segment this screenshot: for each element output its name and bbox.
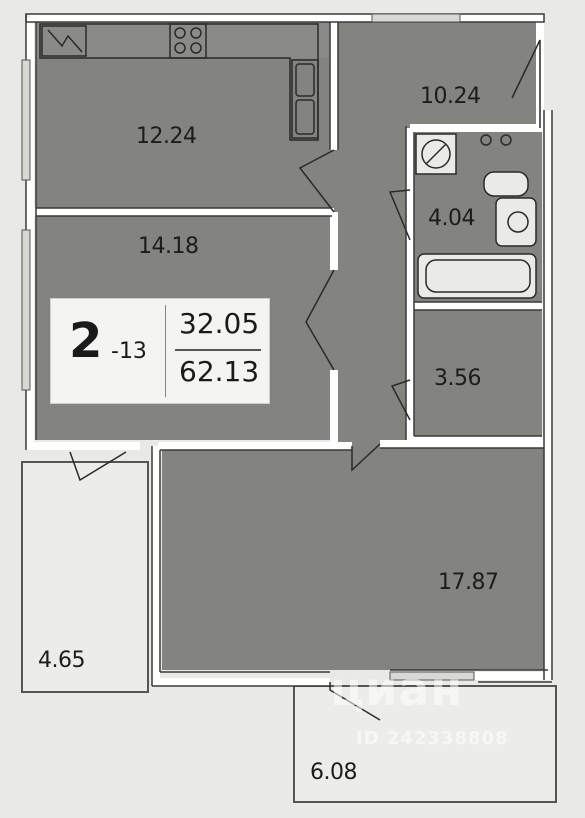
room-fills [36,22,548,670]
wc-area [412,306,542,440]
apartment-badge: 2 -13 32.05 62.13 [50,298,270,404]
rooms-count: 2 [69,313,103,369]
bathtub-icon [417,253,537,299]
kitchen-fittings [39,23,319,141]
door-kitchen [298,149,335,213]
balcony-1-area-label: 4.65 [38,648,85,673]
window-room1 [21,229,31,391]
kitchen-area-label: 12.24 [136,124,197,149]
balcony-2-area-label: 6.08 [310,760,357,785]
window-kitchen [21,59,31,181]
area-divider [175,349,261,351]
bathroom-fittings [415,133,537,299]
badge-divider [165,305,166,397]
corridor-strip [332,130,412,450]
bottom-wall-room2 [152,446,330,686]
balcony-1-area [21,461,149,693]
bathroom-area-label: 4.04 [428,206,475,231]
balconies [21,461,557,803]
shower-icon [480,134,512,146]
window-hall [371,13,461,23]
washing-machine-icon [415,133,457,175]
stove-icon [169,23,207,59]
total-area: 62.13 [179,355,260,388]
vent-icon [41,25,87,57]
door-bath [388,189,411,241]
door-room1 [305,269,335,371]
doors [69,39,541,721]
door-room2 [351,443,381,472]
room-2-area-label: 17.87 [438,570,499,595]
window-room2-bottom [389,671,475,681]
wall-outlines [25,13,553,687]
kitchen-counter-outline [39,23,319,141]
watermark-logo: циан [330,662,464,716]
apartment-number: -13 [111,339,147,364]
windows [21,13,475,681]
right-wall [478,110,552,680]
balcony-2-area [293,685,557,803]
toilet-icon [483,171,529,197]
door-wc [390,379,411,421]
hall-area-label: 10.24 [420,84,481,109]
door-balcony-1 [69,451,127,482]
door-balcony-2 [329,682,381,721]
hall-area [332,22,542,130]
kitchen-sink-icon [291,59,319,139]
room-1-area-label: 14.18 [138,234,199,259]
wc-area-label: 3.56 [434,366,481,391]
kitchen-counter [36,22,332,58]
watermark-id: ID 242338808 [356,728,509,749]
kitchen-area [36,58,332,210]
sink-icon [495,197,537,247]
room-2-area [162,446,548,670]
living-area: 32.05 [179,307,260,340]
door-hall-entry [511,39,541,128]
